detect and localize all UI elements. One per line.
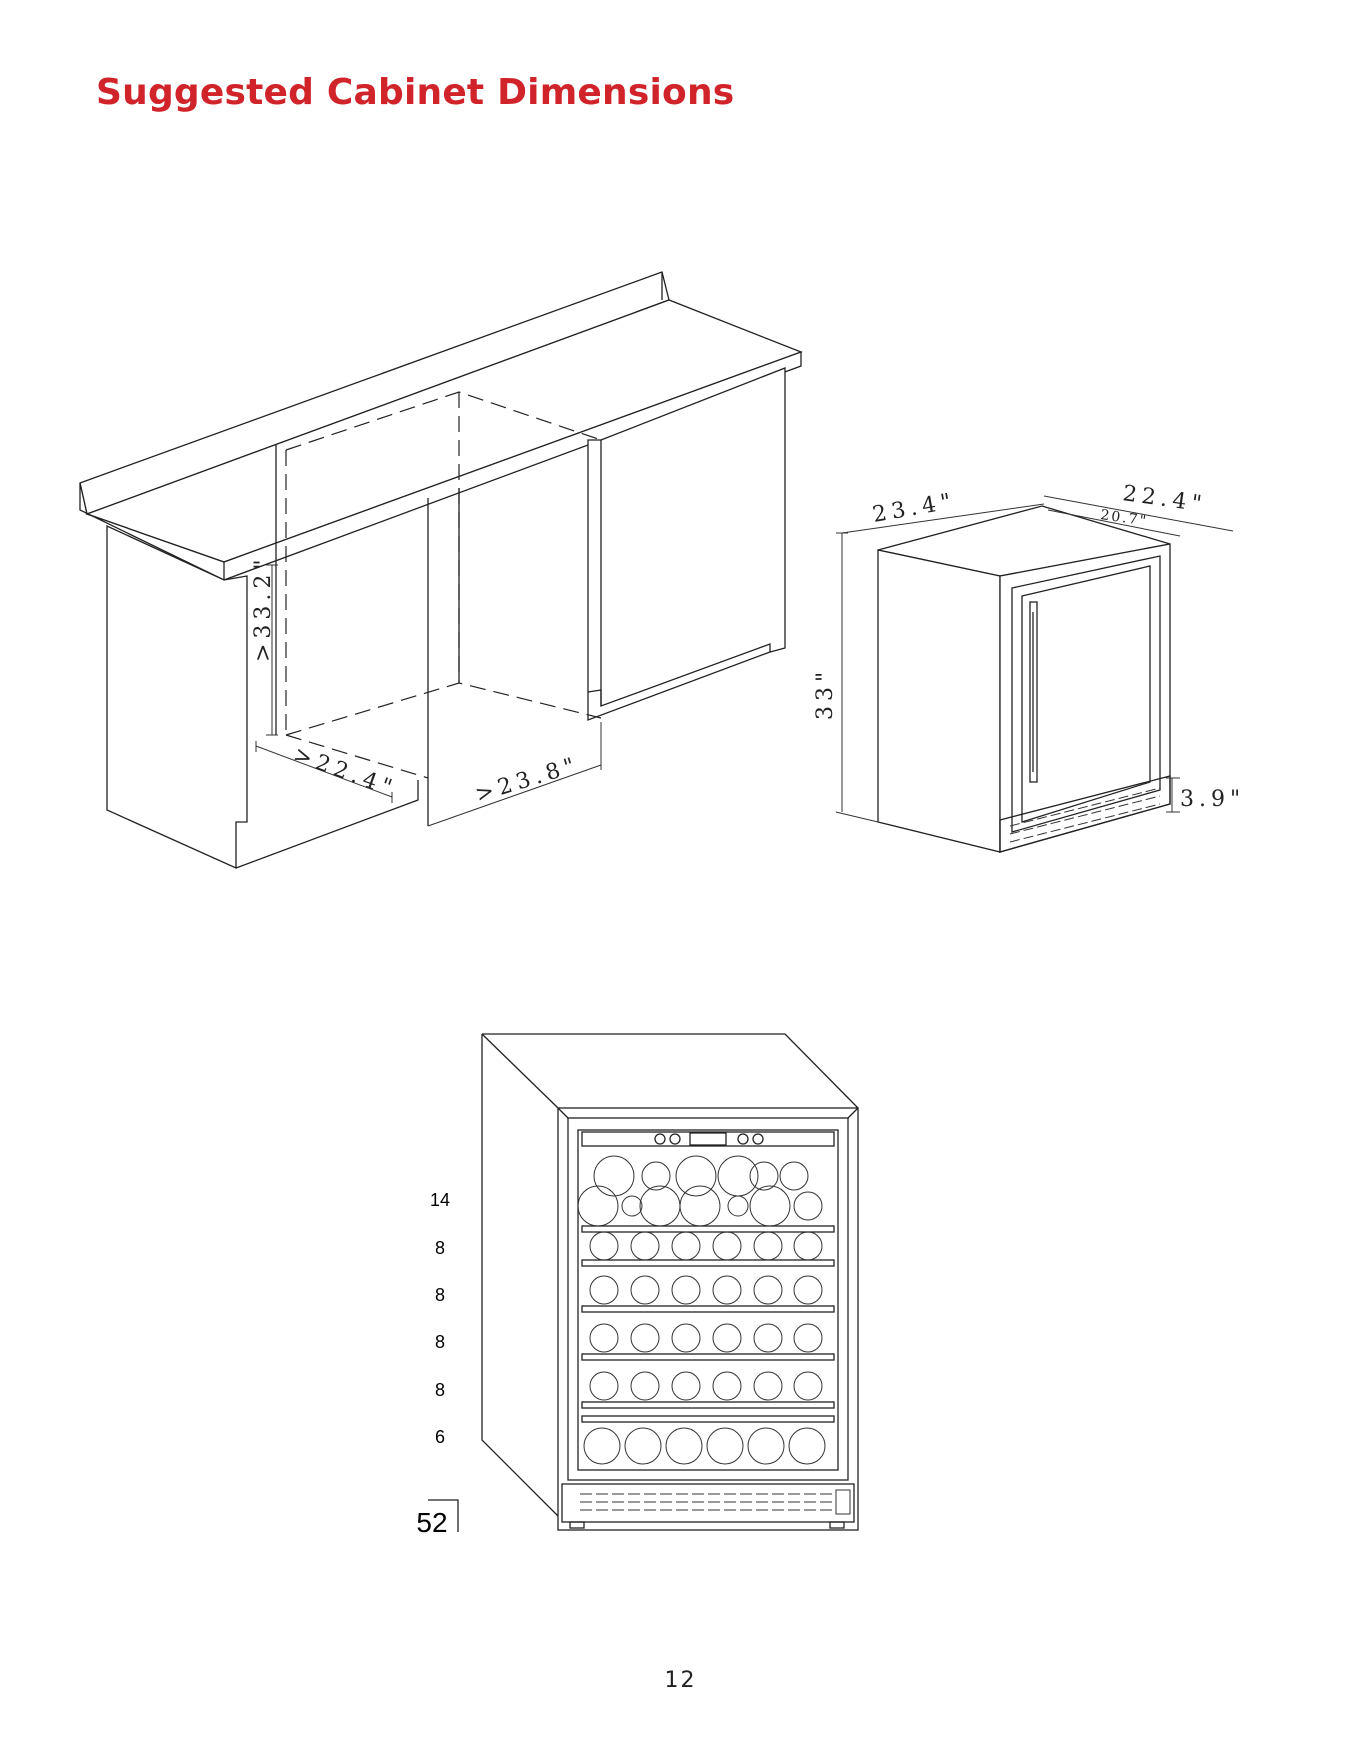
page-number: 12 (0, 1668, 1361, 1693)
unit-side (878, 550, 1000, 852)
wine-cooler-isometric: 23.4" 22.4" 20.7" 33" 3.9" (813, 481, 1245, 852)
wine-cooler-front-view (482, 1034, 858, 1530)
unit-front (1000, 544, 1170, 852)
shelf-count-2: 8 (435, 1238, 445, 1258)
opening-height-label: >33.2" (251, 554, 276, 662)
unit-height-label: 33" (813, 667, 838, 720)
bottle-capacity-labels: 14 8 8 8 8 6 52 (416, 1190, 458, 1538)
total-bottle-count: 52 (416, 1507, 447, 1538)
front-body (558, 1108, 858, 1530)
shelf-count-6: 6 (435, 1427, 445, 1447)
unit-width-label: 23.4" (871, 489, 958, 528)
shelf-count-5: 8 (435, 1380, 445, 1400)
opening-width-label: >23.8" (472, 752, 582, 807)
toe-kick-height-label: 3.9" (1180, 787, 1245, 812)
shelf-count-4: 8 (435, 1332, 445, 1352)
shelf-count-3: 8 (435, 1285, 445, 1305)
cabinet-opening-drawing: >33.2" >22.4" >23.8" (80, 272, 801, 868)
opening-depth-label: >22.4" (290, 742, 400, 802)
shelf-count-1: 14 (430, 1190, 450, 1210)
